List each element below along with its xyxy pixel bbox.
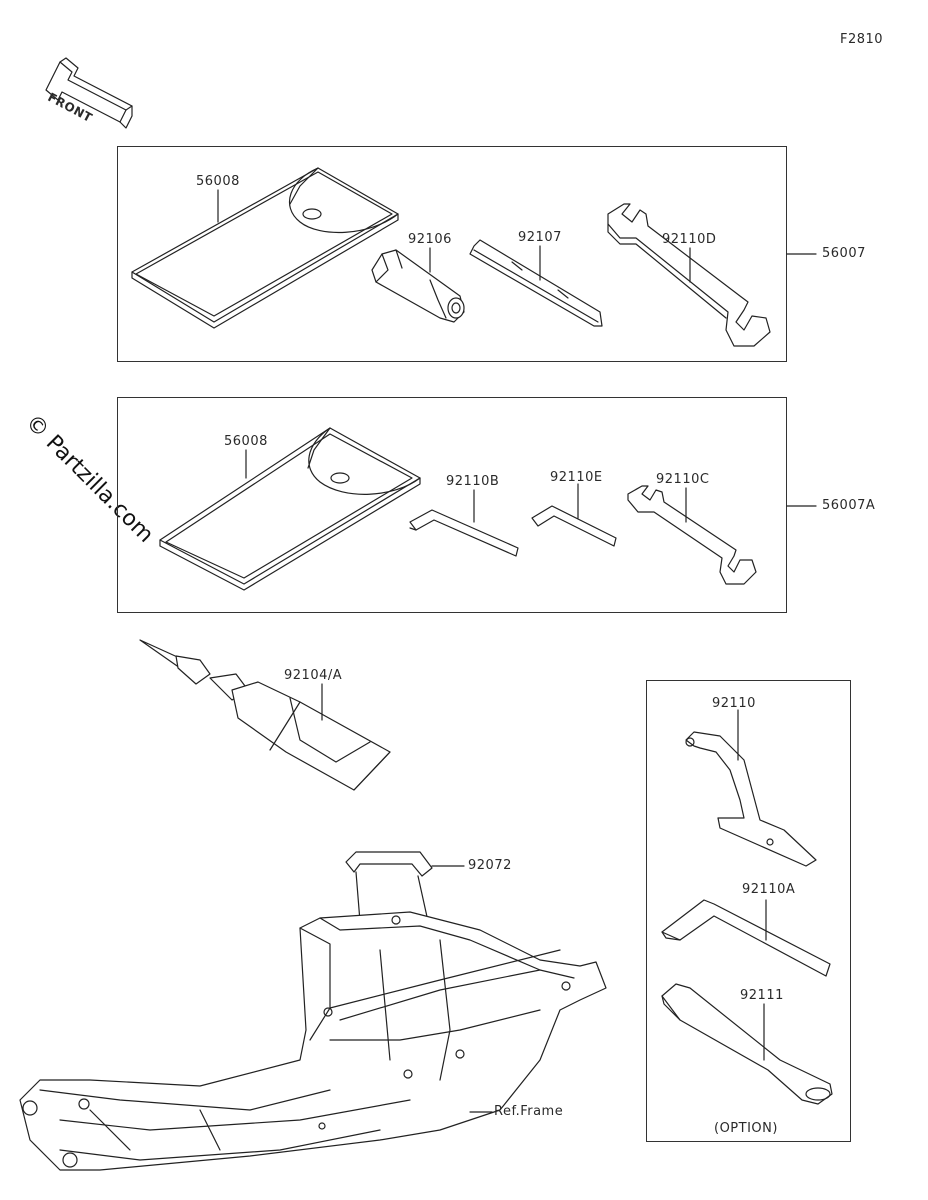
handle-bar-icon (661, 983, 833, 1105)
part-92110e: 92110E (550, 470, 603, 485)
hex-key-b-icon (409, 509, 519, 557)
assembly-56007a: 56007A (822, 498, 876, 513)
option-box (646, 680, 851, 1142)
part-92110: 92110 (712, 696, 756, 711)
part-92104a: 92104/A (284, 668, 343, 683)
bracket-icon (345, 851, 433, 877)
frame-icon (19, 911, 607, 1171)
sealant-tube-icon (139, 639, 391, 791)
assembly-56007: 56007 (822, 246, 866, 261)
part-92107: 92107 (518, 230, 562, 245)
part-92072: 92072 (468, 858, 512, 873)
tool-case-icon (131, 167, 399, 329)
wrench-large-icon (607, 203, 771, 347)
hex-key-e-icon (531, 505, 617, 547)
part-56008-b: 56008 (224, 434, 268, 449)
socket-tool-icon (371, 249, 465, 323)
part-92110d: 92110D (662, 232, 717, 247)
part-92106: 92106 (408, 232, 452, 247)
figure-id: F2810 (840, 32, 884, 47)
part-92110c: 92110C (656, 472, 710, 487)
option-caption: (OPTION) (714, 1121, 778, 1136)
part-92110b: 92110B (446, 474, 500, 489)
hex-key-large-icon (661, 899, 831, 977)
wrench-small-icon (627, 485, 757, 585)
spanner-hook-icon (685, 731, 817, 867)
screwdriver-icon (469, 239, 603, 327)
part-92111: 92111 (740, 988, 784, 1003)
part-56008-a: 56008 (196, 174, 240, 189)
kit-56007a-box (117, 397, 787, 613)
part-92110a: 92110A (742, 882, 796, 897)
front-arrow-icon (45, 57, 133, 129)
tool-case-2-icon (159, 427, 421, 591)
ref-frame-label: Ref.Frame (494, 1104, 564, 1119)
